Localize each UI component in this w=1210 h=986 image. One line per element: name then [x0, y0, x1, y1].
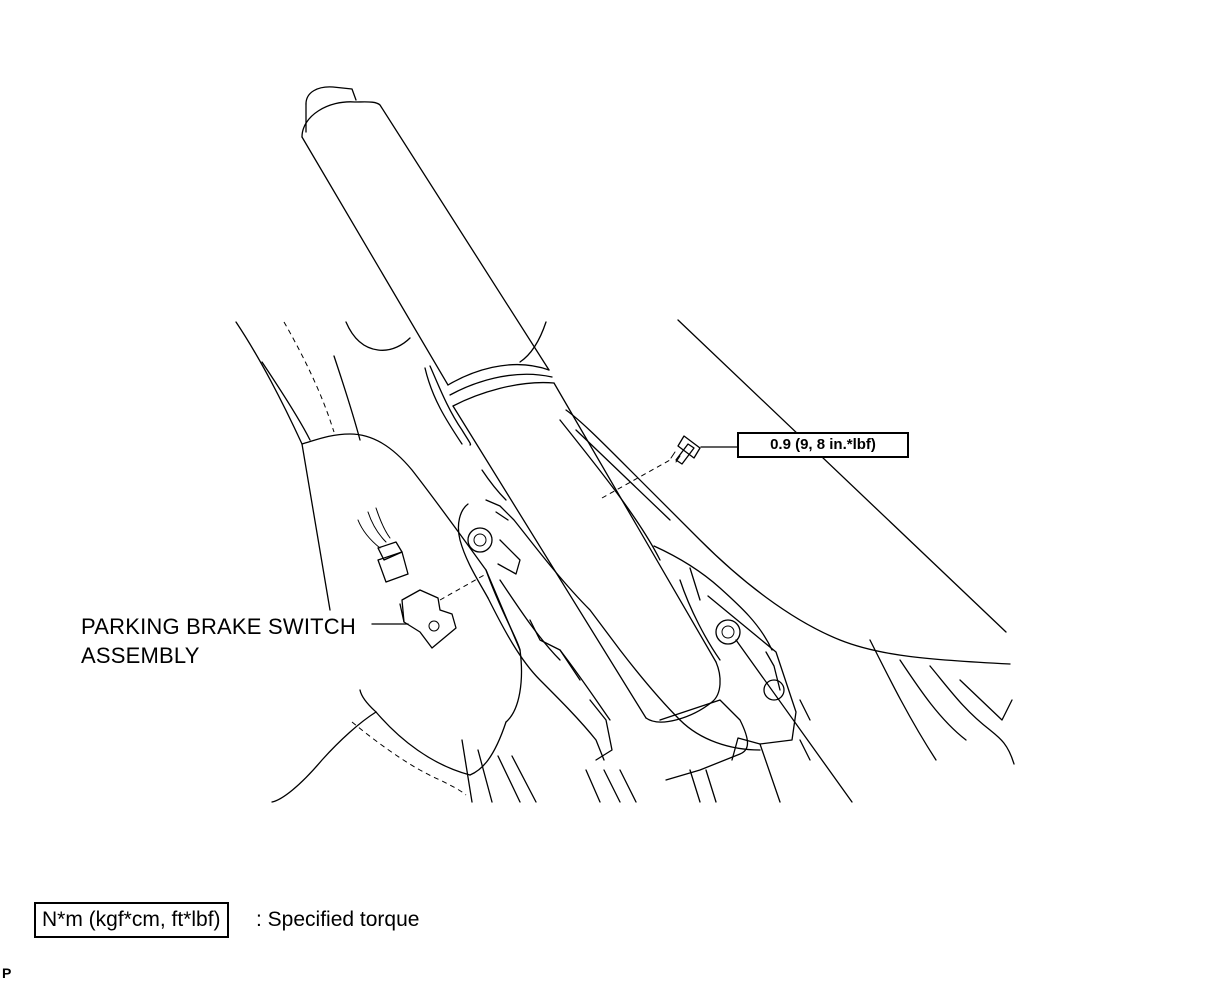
part-label-line2: ASSEMBLY — [81, 643, 200, 668]
console-structure — [235, 319, 1015, 803]
parking-brake-lever — [301, 86, 721, 723]
parking-brake-switch-assembly — [357, 507, 457, 649]
part-label-line1: PARKING BRAKE SWITCH — [81, 614, 356, 639]
torque-unit-legend-box: N*m (kgf*cm, ft*lbf) — [34, 902, 229, 938]
switch-guide-line — [439, 573, 487, 601]
parking-brake-switch-label: PARKING BRAKE SWITCH ASSEMBLY — [81, 612, 356, 670]
torque-legend-description: : Specified torque — [256, 908, 420, 931]
bolt-guide-line — [601, 459, 671, 499]
torque-callout: 0.9 (9, 8 in.*lbf) — [737, 432, 909, 458]
bolt-icon — [670, 435, 701, 465]
corner-mark: P — [2, 965, 12, 981]
